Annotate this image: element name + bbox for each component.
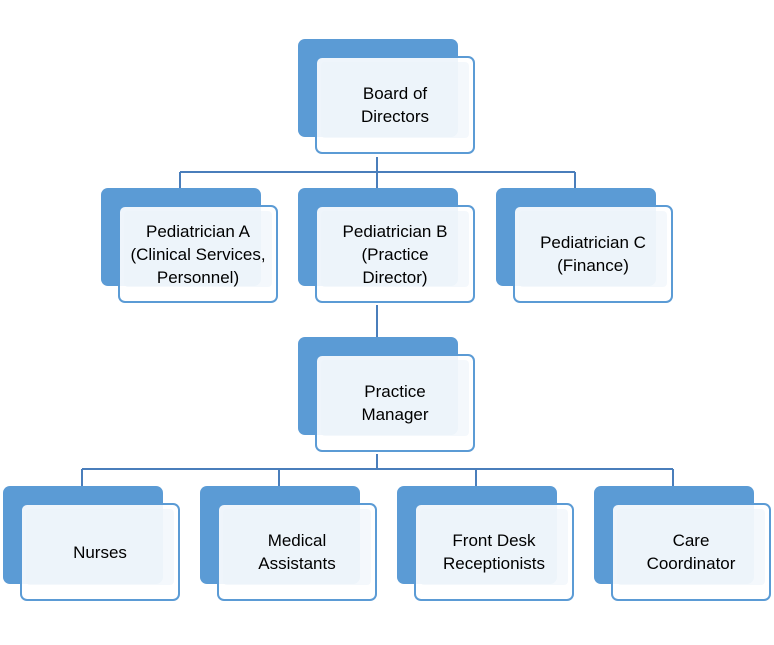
node-label: Medical Assistants (258, 531, 336, 573)
node-label: Board of Directors (360, 84, 429, 126)
node-label: Pediatrician B (Practice Director) (342, 221, 448, 287)
node-label: Pediatrician C (Finance) (540, 233, 646, 275)
node-label: Pediatrician A (Clinical Services, Perso… (130, 221, 266, 287)
node-label: Front Desk Receptionists (442, 531, 546, 573)
node-label: Nurses (73, 542, 127, 562)
node-label: Care Coordinator (646, 531, 736, 573)
node-label: Practice Manager (361, 382, 429, 424)
